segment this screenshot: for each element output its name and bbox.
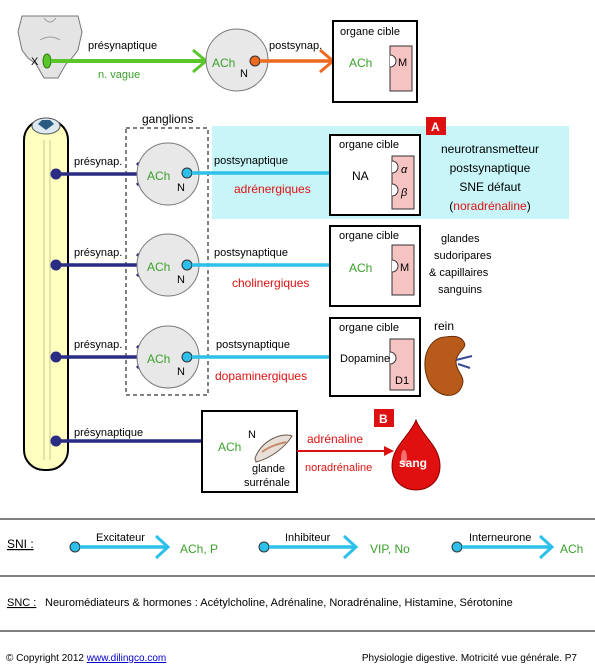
badge-b bbox=[374, 409, 394, 427]
row-a-target-nt: NA bbox=[352, 169, 369, 183]
top-target-ach: ACh bbox=[349, 56, 372, 70]
legend-inter-value: ACh bbox=[560, 542, 583, 556]
adrenal-n: N bbox=[248, 429, 256, 441]
brainstem-icon bbox=[17, 15, 83, 79]
top-receptor-m: M bbox=[398, 57, 407, 69]
vagus-nerve-label: n. vague bbox=[98, 69, 140, 81]
ganglia-label: ganglions bbox=[142, 112, 193, 126]
row-c-receptor-d1: D1 bbox=[395, 375, 409, 387]
noradrenaline-label: noradrénaline bbox=[305, 462, 372, 474]
vagus-post-label: postsynap. bbox=[269, 40, 322, 52]
row-b-pre-label: présynap. bbox=[74, 247, 122, 259]
note-a-line3: SNE défaut bbox=[459, 180, 521, 194]
row-a-alpha: α bbox=[401, 164, 408, 176]
sweat-note-4: sanguins bbox=[438, 284, 483, 296]
footer-copyright: © Copyright 2012 www.dilingco.com bbox=[6, 653, 166, 664]
sni-label: SNI : bbox=[7, 537, 34, 551]
note-a-line4: (noradrénaline) bbox=[449, 199, 530, 213]
blood-label: sang bbox=[399, 456, 427, 470]
badge-a bbox=[426, 117, 446, 135]
sweat-note-3: & capillaires bbox=[429, 267, 489, 279]
row-b-target-title: organe cible bbox=[339, 230, 399, 242]
adrenal-gland-label-1: glande bbox=[252, 463, 285, 475]
row-a-ganglion-ach: ACh bbox=[147, 169, 170, 183]
row-c-axon-hillock bbox=[181, 351, 193, 363]
adrenal-gland-icon bbox=[254, 434, 293, 463]
row-b-type-label: cholinergiques bbox=[232, 276, 309, 290]
footer-page-title: Physiologie digestive. Motricité vue gén… bbox=[361, 653, 577, 664]
badge-a-label: A bbox=[431, 120, 440, 134]
row-a-beta: β bbox=[400, 187, 408, 199]
row-a-alpha-notch bbox=[391, 160, 399, 174]
hormone-arrowhead bbox=[384, 446, 394, 456]
row-c-post-label: postsynaptique bbox=[216, 339, 290, 351]
row-a-beta-notch bbox=[391, 183, 399, 197]
row-c-receptor-notch bbox=[389, 351, 397, 365]
legend-inhib-value: VIP, No bbox=[370, 542, 410, 556]
adrenal-ach: ACh bbox=[218, 440, 241, 454]
note-a-line2: postsynaptique bbox=[450, 161, 531, 175]
top-target-title: organe cible bbox=[340, 26, 400, 38]
vagus-nucleus bbox=[42, 53, 52, 69]
sweat-note-1: glandes bbox=[441, 233, 480, 245]
row-a-pre-label: présynap. bbox=[74, 156, 122, 168]
snc-label: SNC : bbox=[7, 597, 36, 609]
top-receptor-notch bbox=[389, 54, 397, 68]
adrenal-gland-box bbox=[201, 410, 298, 493]
legend-excit-value: ACh, P bbox=[180, 542, 218, 556]
row-c-target-title: organe cible bbox=[339, 322, 399, 334]
sweat-note-2: sudoripares bbox=[434, 250, 492, 262]
legend-excit-label: Excitateur bbox=[96, 532, 145, 544]
legend-interneuron bbox=[451, 534, 555, 560]
legend-inhib-label: Inhibiteur bbox=[285, 532, 331, 544]
snc-text: Neuromédiateurs & hormones : Acétylcholi… bbox=[45, 597, 513, 609]
row-a-target-title: organe cible bbox=[339, 139, 399, 151]
legend-inhibitory bbox=[258, 534, 359, 560]
row-c-target-nt: Dopamine bbox=[340, 353, 390, 365]
top-receptor-box bbox=[389, 45, 413, 92]
row-b-receptor-notch bbox=[391, 259, 399, 273]
vagal-ganglion-n: N bbox=[240, 68, 248, 80]
blood-drop-icon bbox=[391, 418, 441, 491]
row-a-ganglion-n: N bbox=[177, 182, 185, 194]
badge-b-label: B bbox=[379, 412, 388, 426]
row-c-type-label: dopaminergiques bbox=[215, 369, 307, 383]
vagus-pre-label: présynaptique bbox=[88, 40, 157, 52]
row-d-pre-label: présynaptique bbox=[74, 427, 143, 439]
spinal-section-icon bbox=[31, 117, 61, 135]
row-c-ganglion-ach: ACh bbox=[147, 352, 170, 366]
row-b-receptor-m: M bbox=[400, 262, 409, 274]
rein-label: rein bbox=[434, 319, 454, 333]
row-c-pre-label: présynap. bbox=[74, 339, 122, 351]
adrenaline-label: adrénaline bbox=[307, 432, 363, 446]
vagal-ganglion-ach: ACh bbox=[212, 56, 235, 70]
kidney-icon bbox=[424, 335, 473, 396]
row-b-post-label: postsynaptique bbox=[214, 247, 288, 259]
copyright-text: © Copyright 2012 bbox=[6, 653, 84, 664]
row-c-ganglion-n: N bbox=[177, 366, 185, 378]
x-label: X bbox=[31, 56, 39, 68]
row-b-axon-hillock bbox=[181, 259, 193, 271]
row-b-target-nt: ACh bbox=[349, 261, 372, 275]
note-a-line1: neurotransmetteur bbox=[441, 142, 539, 156]
row-b-ganglion-n: N bbox=[177, 274, 185, 286]
adrenal-gland-label-2: surrénale bbox=[244, 477, 290, 489]
legend-inter-label: Interneurone bbox=[469, 532, 531, 544]
row-a-axon-hillock bbox=[181, 167, 193, 179]
row-a-post-label: postsynaptique bbox=[214, 155, 288, 167]
row-b-ganglion-ach: ACh bbox=[147, 260, 170, 274]
vagal-axon-hillock bbox=[249, 55, 261, 67]
legend-excitatory bbox=[69, 534, 171, 560]
site-link[interactable]: www.dilingco.com bbox=[86, 653, 167, 664]
row-a-type-label: adrénergiques bbox=[234, 182, 311, 196]
row-c-receptor-box bbox=[389, 338, 415, 391]
